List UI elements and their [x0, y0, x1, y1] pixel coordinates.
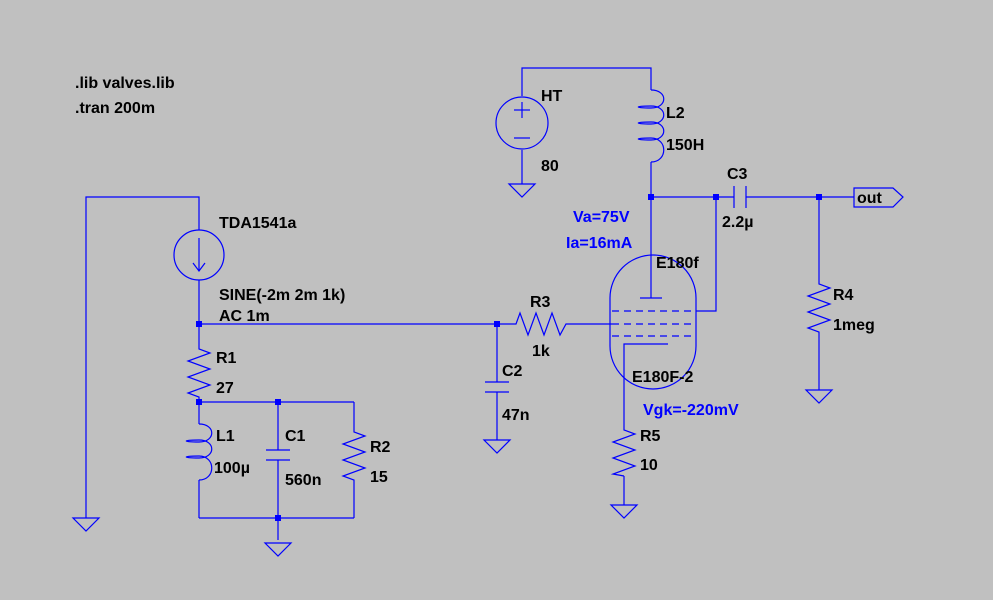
resistor-r1[interactable]	[186, 345, 212, 400]
l1-value: 100µ	[214, 460, 250, 477]
grid-cathode-voltage-note[interactable]: Vgk=-220mV	[643, 402, 739, 419]
source-sine-spec: SINE(-2m 2m 1k)	[219, 287, 345, 304]
resistor-r4[interactable]	[806, 280, 832, 338]
r3-value: 1k	[532, 343, 550, 360]
source-name: TDA1541a	[219, 215, 296, 232]
capacitor-c3[interactable]	[733, 186, 747, 208]
plate-voltage-note[interactable]: Va=75V	[573, 209, 630, 226]
r2-value: 15	[370, 469, 388, 486]
junction-dots	[196, 194, 822, 521]
ht-value: 80	[541, 158, 559, 175]
resistor-r3[interactable]	[512, 311, 570, 337]
ground-symbol	[609, 504, 639, 519]
ground-symbol	[804, 389, 834, 404]
r2-name: R2	[370, 439, 391, 456]
tube-model: E180F-2	[632, 369, 693, 386]
capacitor-c2[interactable]	[485, 381, 509, 393]
r1-value: 27	[216, 380, 234, 397]
inductor-l2[interactable]	[637, 89, 665, 163]
tran-directive[interactable]: .tran 200m	[75, 100, 155, 117]
tube-name: E180f	[656, 255, 699, 272]
ground-symbol	[263, 542, 293, 557]
l2-value: 150H	[666, 137, 704, 154]
capacitor-c1[interactable]	[266, 449, 290, 461]
r3-name: R3	[530, 294, 551, 311]
ground-symbol	[482, 439, 512, 454]
r5-name: R5	[640, 428, 661, 445]
inductor-l1[interactable]	[185, 423, 213, 481]
c2-value: 47n	[502, 407, 530, 424]
lib-directive[interactable]: .lib valves.lib	[75, 75, 175, 92]
r4-name: R4	[833, 287, 854, 304]
r1-name: R1	[216, 350, 237, 367]
ht-voltage-source[interactable]	[495, 96, 549, 150]
resistor-r5[interactable]	[610, 426, 637, 477]
l2-name: L2	[666, 105, 685, 122]
r4-value: 1meg	[833, 317, 875, 334]
c2-name: C2	[502, 363, 523, 380]
ground-symbol	[71, 517, 101, 532]
source-ac-spec: AC 1m	[219, 308, 270, 325]
plate-current-note[interactable]: Ia=16mA	[566, 235, 633, 252]
current-source-tda1541a[interactable]	[173, 229, 225, 281]
c3-name: C3	[727, 166, 748, 183]
c1-value: 560n	[285, 472, 321, 489]
wires	[85, 67, 854, 540]
output-port-label: out	[857, 190, 883, 207]
l1-name: L1	[216, 428, 235, 445]
vacuum-tube-e180f[interactable]	[609, 254, 697, 390]
c1-name: C1	[285, 428, 306, 445]
r5-value: 10	[640, 457, 658, 474]
ground-symbol	[507, 183, 537, 198]
output-port-flag[interactable]	[853, 187, 904, 208]
ht-name: HT	[541, 88, 563, 105]
resistor-r2[interactable]	[341, 428, 367, 488]
c3-value: 2.2µ	[722, 214, 753, 231]
